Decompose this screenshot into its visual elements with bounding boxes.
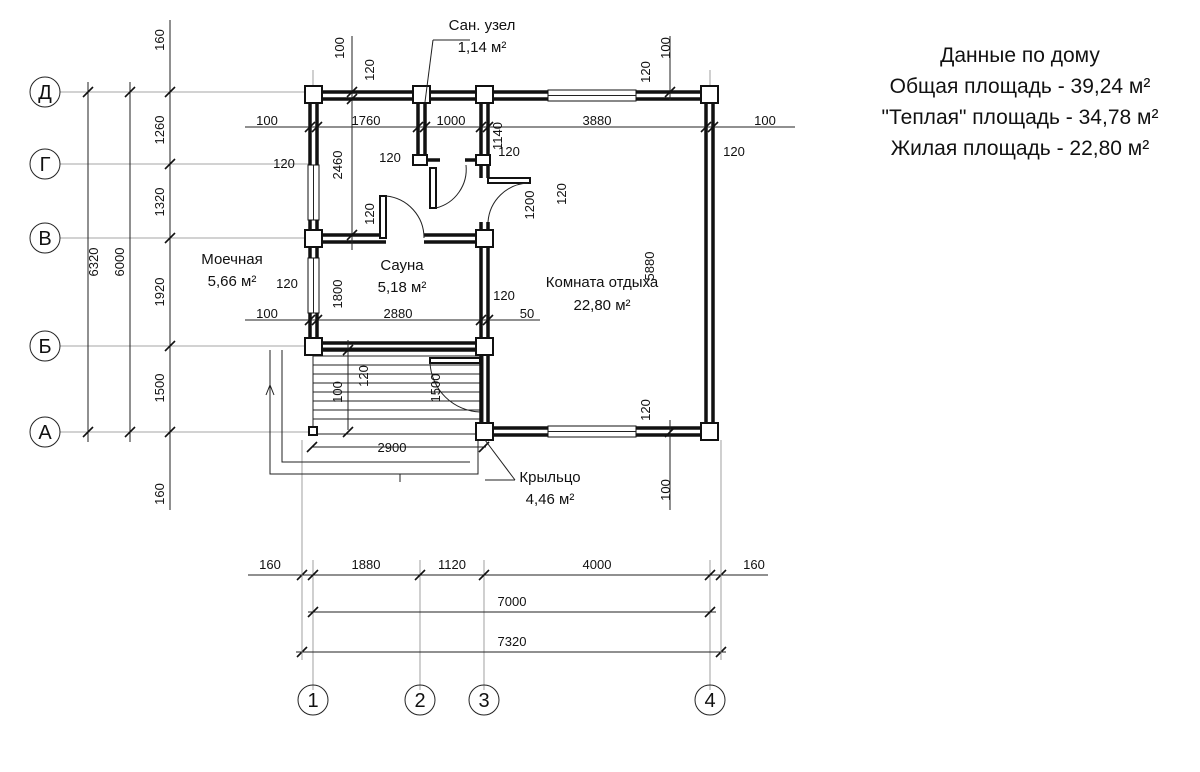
axis-label-g: Г [40,154,51,176]
dim-left-1320: 1320 [152,188,167,217]
dim-120-e: 120 [362,203,377,225]
dim-1800: 1800 [330,280,345,309]
dim-1200: 1200 [522,191,537,220]
dim-left-1920: 1920 [152,278,167,307]
room-rest-area: 22,80 м² [573,297,630,314]
dim-bottom-7000: 7000 [498,594,527,609]
dim-120-d: 120 [723,144,745,159]
dim-1000: 1000 [437,113,466,128]
dim-bottom-1880: 1880 [352,557,381,572]
row-axis-markers: Д Г В Б А [29,76,61,448]
dim-2900: 2900 [378,440,407,455]
inner-dimension-lines [245,36,795,510]
axis-label-a: А [38,422,52,444]
dim-100-bottom: 100 [658,479,673,501]
dim-5880: 5880 [642,252,657,281]
dim-left-160-top: 160 [152,29,167,51]
room-wash-area: 5,66 м² [208,273,257,290]
dim-100-p: 100 [330,381,345,403]
dimension-labels: 100 120 100 120 100 1760 1000 1140 3880 … [256,37,776,501]
dim-120-b: 120 [379,150,401,165]
dim-120-h: 120 [493,288,515,303]
axis-label-d: Д [38,82,52,104]
axis-grid [60,70,711,690]
house-total-area: Общая площадь - 39,24 м² [889,75,1151,98]
room-sauna-area: 5,18 м² [378,279,427,296]
dim-top-100-b: 100 [658,37,673,59]
dim-left-outer: 6320 [86,248,101,277]
bottom-dimensions: 160 1880 1120 4000 160 7000 7320 [248,440,768,660]
room-wash-name: Моечная [201,251,262,268]
room-porch-name: Крыльцо [519,469,580,486]
dim-left-160-bottom: 160 [152,483,167,505]
dim-left-1260: 1260 [152,116,167,145]
dim-120-a: 120 [273,156,295,171]
axis-label-b: Б [38,336,51,358]
dim-1500: 1500 [428,374,443,403]
dim-3880: 3880 [583,113,612,128]
dim-bottom-7320: 7320 [498,634,527,649]
house-data-title: Данные по дому [940,44,1100,67]
dim-120-g: 120 [276,276,298,291]
dim-bottom-1120: 1120 [438,557,466,572]
room-sauna-name: Сауна [380,257,424,274]
house-living-area: Жилая площадь - 22,80 м² [890,137,1150,160]
dim-bottom-4000: 4000 [583,557,612,572]
wall-junctions [304,85,719,441]
dim-120-j: 120 [356,365,371,387]
dim-top-120-a: 120 [362,59,377,81]
dim-top-120-b: 120 [638,61,653,83]
porch [265,347,484,482]
dim-top-100-a: 100 [332,37,347,59]
doors [379,164,531,413]
house-data-panel: Данные по дому Общая площадь - 39,24 м² … [860,40,1180,164]
room-labels: Сан. узел 1,14 м² Моечная 5,66 м² Сауна … [201,17,659,508]
dim-2460: 2460 [330,151,345,180]
dim-50: 50 [520,306,534,321]
dim-120-c: 120 [498,144,520,159]
room-porch-area: 4,46 м² [526,491,575,508]
left-dimensions: 6320 6000 160 1260 1320 1920 1500 160 [82,20,176,510]
windows [307,89,637,438]
dim-100-left: 100 [256,113,278,128]
axis-label-v: В [38,228,51,250]
room-wc-name: Сан. узел [449,17,516,34]
column-axis-markers: 1 2 3 4 [297,684,726,716]
axis-label-2: 2 [414,690,425,712]
dim-left-inner: 6000 [112,248,127,277]
axis-label-3: 3 [478,690,489,712]
room-rest-name: Комната отдыха [546,274,659,291]
dim-120-f: 120 [554,183,569,205]
dim-100-right: 100 [754,113,776,128]
dim-120-k: 120 [638,399,653,421]
axis-label-4: 4 [704,690,715,712]
axis-label-1: 1 [307,690,318,712]
dim-2880: 2880 [384,306,413,321]
house-warm-area: "Теплая" площадь - 34,78 м² [881,106,1159,129]
dim-1140: 1140 [490,122,505,150]
dim-1760: 1760 [352,113,381,128]
dim-left-1500: 1500 [152,374,167,403]
room-wc-area: 1,14 м² [458,39,507,56]
dim-bottom-160-left: 160 [259,557,281,572]
dim-100-w: 100 [256,306,278,321]
dim-bottom-160-right: 160 [743,557,765,572]
